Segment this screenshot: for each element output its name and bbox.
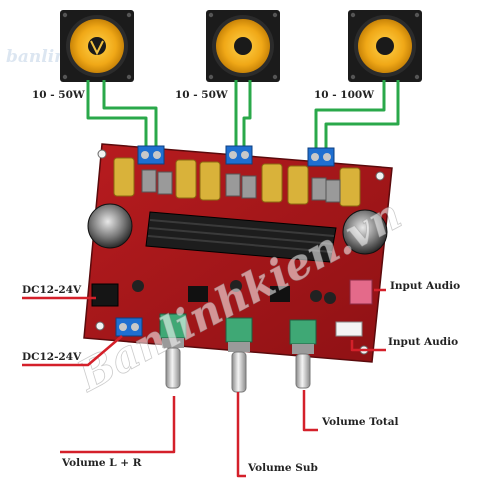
callout-lines	[22, 288, 386, 478]
chip-right	[270, 286, 290, 302]
speaker-right-power-label: 10 - 50W	[175, 89, 228, 101]
terminal-left	[137, 145, 165, 165]
speaker-right	[206, 10, 280, 82]
speaker-sub-power-label: 10 - 100W	[314, 89, 374, 101]
dc-jack	[91, 283, 119, 307]
knob-icon	[165, 347, 181, 389]
speaker-wires	[86, 80, 400, 150]
callout-dc-in-top: DC12-24V	[22, 284, 82, 296]
inductor-row	[113, 157, 361, 207]
knob-volume-sub[interactable]	[228, 342, 250, 393]
terminal-right	[225, 145, 253, 165]
capacitor-left	[87, 203, 133, 249]
callout-input-audio-jack: Input Audio	[390, 280, 460, 292]
dc-terminal	[115, 317, 143, 337]
callout-input-audio-header: Input Audio	[388, 336, 458, 348]
knob-icon	[295, 353, 311, 389]
speaker-left-power-label: 10 - 50W	[32, 89, 85, 101]
callout-volume-sub: Volume Sub	[247, 462, 318, 474]
knob-volume-total[interactable]	[292, 344, 314, 389]
knob-volume-lr[interactable]	[162, 338, 184, 389]
audio-jack	[349, 279, 373, 305]
chip-left	[188, 286, 208, 302]
amplifier-board	[83, 143, 393, 363]
audio-header	[335, 321, 363, 337]
callout-volume-lr: Volume L + R	[61, 457, 142, 469]
knob-icon	[231, 351, 247, 393]
callout-dc-in-bottom: DC12-24V	[22, 351, 82, 363]
terminal-sub	[307, 147, 335, 167]
speaker-sub	[348, 10, 422, 82]
heatsink	[145, 211, 337, 263]
capacitor-right	[342, 209, 388, 255]
callout-volume-total: Volume Total	[321, 416, 399, 428]
speaker-left	[60, 10, 134, 82]
